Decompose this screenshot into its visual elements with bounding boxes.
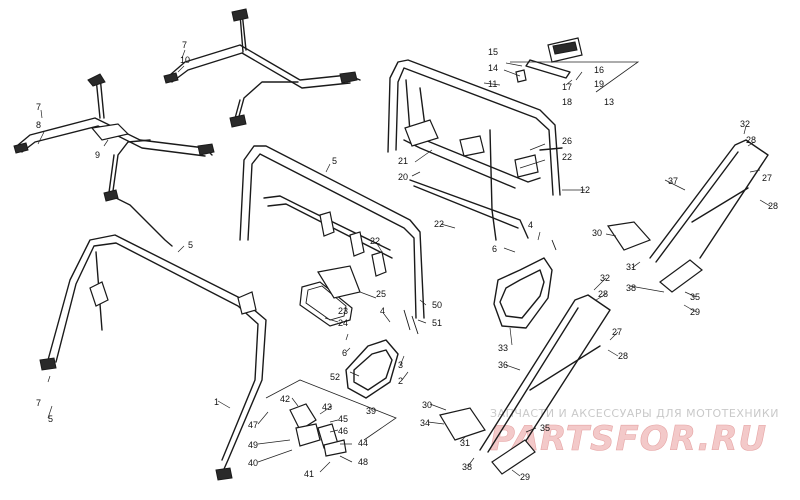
rear-frame (387, 59, 563, 251)
callout-27a: 27 (762, 173, 772, 183)
callout-22c: 22 (434, 219, 444, 229)
callout-27b: 27 (612, 327, 622, 337)
callout-30a: 30 (592, 228, 602, 238)
callout-10: 10 (180, 55, 190, 65)
grab-handle-33 (493, 257, 553, 329)
callout-6a: 6 (342, 348, 347, 358)
callout-26: 26 (562, 136, 572, 146)
callout-5a: 5 (332, 156, 337, 166)
callout-40: 40 (248, 458, 258, 468)
front-frame (39, 234, 267, 481)
callout-12: 12 (580, 185, 590, 195)
callout-28a: 28 (746, 135, 756, 145)
callout-13: 13 (604, 97, 614, 107)
callout-38b: 38 (462, 462, 472, 472)
callout-3: 3 (398, 360, 403, 370)
mirror (299, 265, 361, 327)
callout-9: 9 (95, 150, 100, 160)
callout-36: 36 (498, 360, 508, 370)
callout-41: 41 (304, 469, 314, 479)
callout-19: 19 (594, 79, 604, 89)
callout-23: 23 (338, 306, 348, 316)
callout-5c: 5 (48, 414, 53, 424)
callout-44: 44 (358, 438, 368, 448)
light-bar (510, 37, 640, 93)
grab-handle-52 (345, 339, 399, 399)
middle-frame (239, 145, 425, 335)
rack-middle-top (163, 8, 361, 128)
callout-38a: 38 (626, 283, 636, 293)
callout-22a: 22 (562, 152, 572, 162)
callout-18: 18 (562, 97, 572, 107)
brace-36 (439, 294, 611, 475)
callout-7a: 7 (36, 102, 41, 112)
callout-34: 34 (420, 418, 430, 428)
callout-6b: 6 (492, 244, 497, 254)
callout-labels: 1 2 3 4 5 6 7 8 9 10 11 12 13 14 15 16 1… (36, 40, 778, 482)
callout-29b: 29 (520, 472, 530, 482)
leader-lines (37, 49, 771, 477)
callout-48: 48 (358, 457, 368, 467)
callout-14: 14 (488, 63, 498, 73)
callout-31a: 31 (626, 262, 636, 272)
callout-52: 52 (330, 372, 340, 382)
callout-32b: 32 (600, 273, 610, 283)
callout-33: 33 (498, 343, 508, 353)
brace-37 (606, 139, 769, 293)
callout-11: 11 (488, 79, 497, 89)
callout-35a: 35 (690, 292, 700, 302)
watermark-tagline: ЗАПЧАСТИ И АКСЕССУАРЫ ДЛЯ МОТОТЕХНИКИ (490, 407, 779, 420)
callout-31b: 31 (460, 438, 470, 448)
callout-4a: 4 (380, 306, 385, 316)
callout-15: 15 (488, 47, 498, 57)
callout-47: 47 (248, 420, 258, 430)
callout-28b: 28 (768, 201, 778, 211)
callout-1: 1 (214, 397, 219, 407)
callout-51: 51 (432, 318, 442, 328)
callout-30b: 30 (422, 400, 432, 410)
callout-32a: 32 (740, 119, 750, 129)
rack-left-top (13, 73, 215, 247)
callout-7c: 7 (36, 398, 41, 408)
callout-43: 43 (322, 402, 332, 412)
callout-22d: 22 (370, 236, 380, 246)
callout-49: 49 (248, 440, 258, 450)
callout-42: 42 (280, 394, 290, 404)
callout-2: 2 (398, 376, 403, 386)
callout-28c: 28 (598, 289, 608, 299)
callout-17: 17 (562, 82, 572, 92)
callout-8: 8 (36, 120, 41, 130)
callout-20: 20 (398, 172, 408, 182)
callout-25: 25 (376, 289, 386, 299)
callout-7b: 7 (182, 40, 187, 50)
callout-46: 46 (338, 426, 348, 436)
watermark: ЗАПЧАСТИ И АКСЕССУАРЫ ДЛЯ МОТОТЕХНИКИ PA… (490, 407, 779, 459)
callout-21: 21 (398, 156, 408, 166)
callout-4b: 4 (528, 220, 533, 230)
callout-16: 16 (594, 65, 604, 75)
callout-35b: 35 (540, 423, 550, 433)
callout-37: 37 (668, 176, 678, 186)
callout-29a: 29 (690, 307, 700, 317)
callout-24: 24 (338, 318, 348, 328)
callout-39: 39 (366, 406, 376, 416)
latch-assembly (265, 379, 397, 457)
watermark-brand: PARTSFOR.RU (490, 419, 767, 459)
callout-28d: 28 (618, 351, 628, 361)
callout-45: 45 (338, 414, 348, 424)
callout-50: 50 (432, 300, 442, 310)
callout-5b: 5 (188, 240, 193, 250)
